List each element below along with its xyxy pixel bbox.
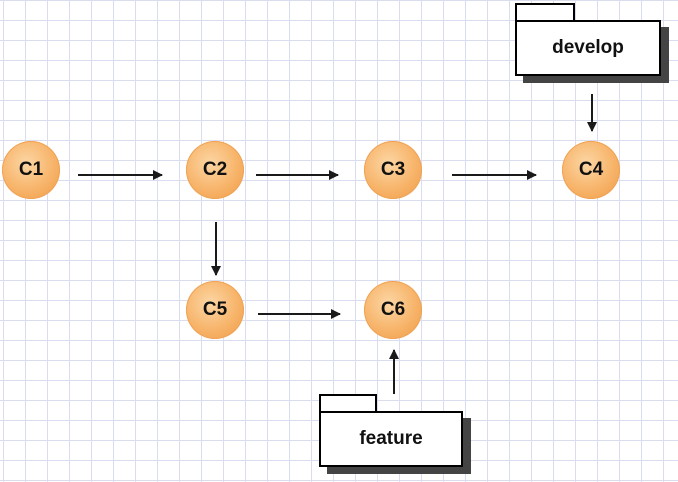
branch-box: feature [319,411,463,467]
branch-label-develop: develop [552,37,624,58]
branch-develop[interactable]: develop [515,3,669,83]
commit-label-c6: C6 [380,299,406,320]
commit-label-c3: C3 [380,159,406,180]
commit-label-c1: C1 [18,159,44,180]
branch-tab [319,394,377,412]
commit-node-c3[interactable]: C3 [364,141,422,199]
branch-box: develop [515,20,661,76]
commit-label-c2: C2 [202,159,228,180]
commit-label-c5: C5 [202,299,228,320]
commit-node-c6[interactable]: C6 [364,281,422,339]
commit-node-c4[interactable]: C4 [562,141,620,199]
commit-label-c4: C4 [578,159,604,180]
branch-feature[interactable]: feature [319,394,471,474]
commit-node-c1[interactable]: C1 [2,141,60,199]
branch-tab [515,3,575,21]
branch-label-feature: feature [359,428,423,449]
commit-node-c2[interactable]: C2 [186,141,244,199]
commit-node-c5[interactable]: C5 [186,281,244,339]
